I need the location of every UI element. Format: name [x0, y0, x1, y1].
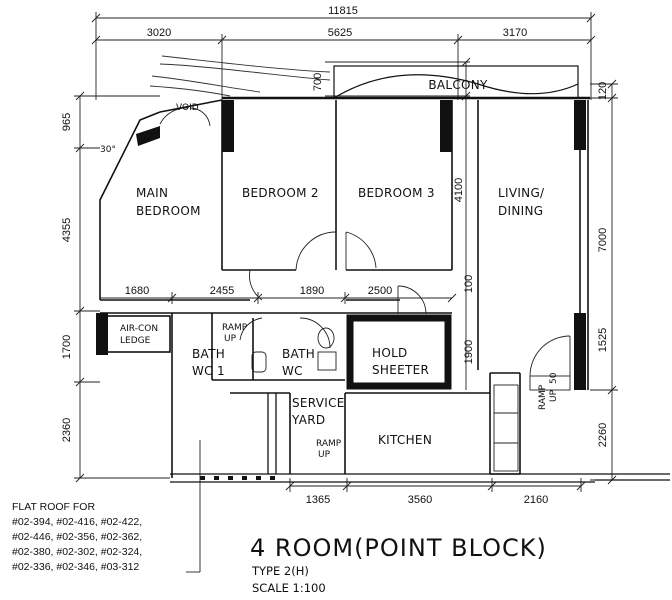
shelter-label-2: SHEETER [372, 363, 429, 377]
dim-overall: 11815 [328, 5, 358, 17]
note-line-4: #02-380, #02-302, #02-324, [12, 546, 143, 558]
angle-label: 30° [100, 145, 116, 155]
shelter-label-1: HOLD [372, 346, 408, 360]
dim-left-3: 1700 [61, 335, 73, 359]
dim-top-mid: 5625 [328, 27, 352, 39]
ramp-yard-label-1: RAMP [316, 439, 342, 449]
bath1-label-1: BATH [192, 347, 225, 361]
note-line-3: #02-446, #02-356, #02-362, [12, 531, 143, 543]
dim-top-left: 3020 [147, 27, 171, 39]
balcony-label: BALCONY [428, 78, 488, 92]
dim-left-2: 4355 [61, 218, 73, 242]
dim-row-2455: 2455 [210, 285, 234, 297]
bedroom3-label: BEDROOM 3 [358, 186, 435, 200]
aircon-label-1: AIR-CON [120, 324, 158, 334]
living-label-1: LIVING/ [498, 186, 545, 200]
ramp-right-label-1: RAMP [538, 384, 548, 410]
note-line-5: #02-336, #02-346, #03-312 [12, 561, 140, 573]
ramp-yard-label-2: UP [318, 450, 331, 460]
dim-top-right: 3170 [503, 27, 527, 39]
kitchen-label: KITCHEN [378, 433, 432, 447]
dim-row-2500: 2500 [368, 285, 392, 297]
service-yard-label-1: SERVICE [292, 396, 345, 410]
ramp-right-width: 50 [549, 372, 559, 384]
dim-bottom-2: 3560 [408, 494, 432, 506]
dim-right-2: 7000 [597, 228, 609, 252]
balcony [222, 65, 590, 100]
title-block: 4 ROOM(POINT BLOCK) TYPE 2(H) SCALE 1:10… [250, 534, 547, 596]
top-dimensions [91, 12, 596, 100]
bath2-label-1: BATH [282, 347, 315, 361]
void-curves [149, 55, 331, 97]
bedroom2-label: BEDROOM 2 [242, 186, 319, 200]
plan-type: TYPE 2(H) [252, 564, 309, 578]
ground-line [170, 393, 670, 483]
dim-row-1890: 1890 [300, 285, 324, 297]
main-bedroom-label-2: BEDROOM [136, 204, 201, 218]
dim-bottom-3: 2160 [524, 494, 548, 506]
dim-row-1680: 1680 [125, 285, 149, 297]
dim-right-4: 2260 [597, 423, 609, 447]
bath1-label-2: WC 1 [192, 364, 225, 378]
dim-bottom-1: 1365 [306, 494, 330, 506]
bottom-dimensions [285, 478, 586, 492]
dim-mid-4: 1900 [463, 340, 475, 364]
void-label: VOID [176, 103, 199, 113]
left-dimensions [74, 91, 170, 483]
dim-mid-2: 4100 [453, 178, 465, 202]
walls [99, 99, 589, 478]
row-dimensions [100, 292, 457, 304]
mid-dimensions [325, 57, 471, 390]
note-line-2: #02-394, #02-416, #02-422, [12, 516, 143, 528]
doors [159, 107, 571, 377]
ramp-right-label-2: UP [549, 389, 559, 402]
dim-right-3: 1525 [597, 328, 609, 352]
plan-title: 4 ROOM(POINT BLOCK) [250, 534, 547, 562]
service-yard-label-2: YARD [291, 413, 325, 427]
dim-mid-3: 100 [463, 275, 475, 293]
ramp-bath-label-1: RAMP [222, 323, 248, 333]
flat-roof-note: FLAT ROOF FOR #02-394, #02-416, #02-422,… [12, 500, 142, 575]
dim-left-4: 2360 [61, 418, 73, 442]
right-dimensions [590, 79, 618, 485]
aircon-label-2: LEDGE [120, 336, 151, 346]
note-line-1: FLAT ROOF FOR [12, 501, 96, 513]
ground-marks [200, 476, 275, 480]
ramp-bath-label-2: UP [224, 334, 237, 344]
dim-mid-1: 700 [312, 73, 324, 91]
living-label-2: DINING [498, 204, 543, 218]
household-shelter [346, 314, 452, 390]
fixtures [251, 327, 571, 472]
dim-right-1: 120 [597, 82, 609, 100]
dim-left-1: 965 [61, 113, 73, 131]
columns [96, 100, 586, 390]
bath2-label-2: WC [282, 364, 303, 378]
plan-scale: SCALE 1:100 [252, 581, 326, 595]
main-bedroom-label-1: MAIN [136, 186, 168, 200]
